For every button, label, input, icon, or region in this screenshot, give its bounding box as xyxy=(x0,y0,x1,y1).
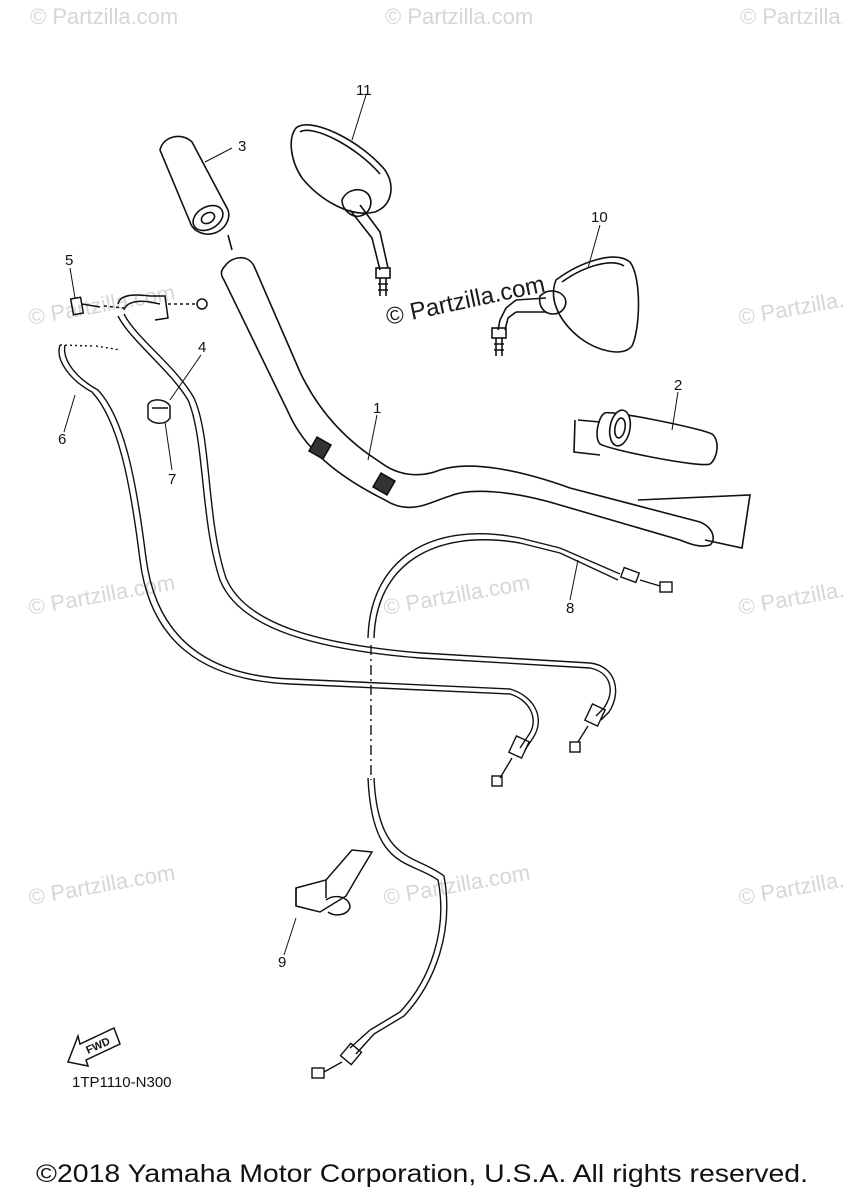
cable-bracket xyxy=(117,294,208,321)
watermark-text: © Partzilla.com xyxy=(30,4,178,29)
grip-left xyxy=(159,135,233,251)
callout-5: 5 xyxy=(65,252,73,269)
watermark-layer: © Partzilla.com © Partzilla.com © Partzi… xyxy=(27,4,843,910)
watermark-text: © Partzilla.com xyxy=(737,280,843,330)
mirror-right xyxy=(491,256,640,356)
watermark-text: © Partzilla.com xyxy=(385,4,533,29)
watermark-text: © Partzilla.com xyxy=(740,4,843,29)
callout-9: 9 xyxy=(278,954,286,971)
watermark-text: © Partzilla.com xyxy=(737,860,843,910)
throttle-cable-2 xyxy=(117,313,617,753)
throttle-cable-1 xyxy=(58,344,539,787)
leader-lines xyxy=(63,94,679,956)
forward-arrow-icon: FWD xyxy=(66,1026,121,1067)
copyright-text: ©2018 Yamaha Motor Corporation, U.S.A. A… xyxy=(36,1160,808,1188)
cable-clamp xyxy=(147,399,171,424)
handlebar xyxy=(220,256,751,549)
callout-8: 8 xyxy=(566,600,574,617)
callout-10: 10 xyxy=(591,209,608,226)
grip-right xyxy=(573,409,718,466)
watermark-center-text: © Partzilla.com xyxy=(384,271,548,331)
callout-3: 3 xyxy=(238,138,246,155)
callout-2: 2 xyxy=(674,377,682,394)
diagram-code: 1TP1110-N300 xyxy=(72,1074,172,1091)
callouts: 1 2 3 4 5 6 7 8 9 10 11 xyxy=(58,82,682,971)
screw xyxy=(69,296,125,316)
watermark-text: © Partzilla.com xyxy=(737,570,843,620)
watermark-text: © Partzilla.com xyxy=(382,570,532,620)
callout-1: 1 xyxy=(373,400,381,417)
watermark-text: © Partzilla.com xyxy=(382,860,532,910)
callout-6: 6 xyxy=(58,431,66,448)
callout-7: 7 xyxy=(168,471,176,488)
callout-4: 4 xyxy=(198,339,206,356)
clutch-cable xyxy=(311,533,673,1079)
cable-holder xyxy=(295,849,374,916)
watermark-text: © Partzilla.com xyxy=(27,280,177,330)
callout-11: 11 xyxy=(356,82,372,99)
mirror-left xyxy=(290,124,392,296)
watermark-text: © Partzilla.com xyxy=(27,860,177,910)
